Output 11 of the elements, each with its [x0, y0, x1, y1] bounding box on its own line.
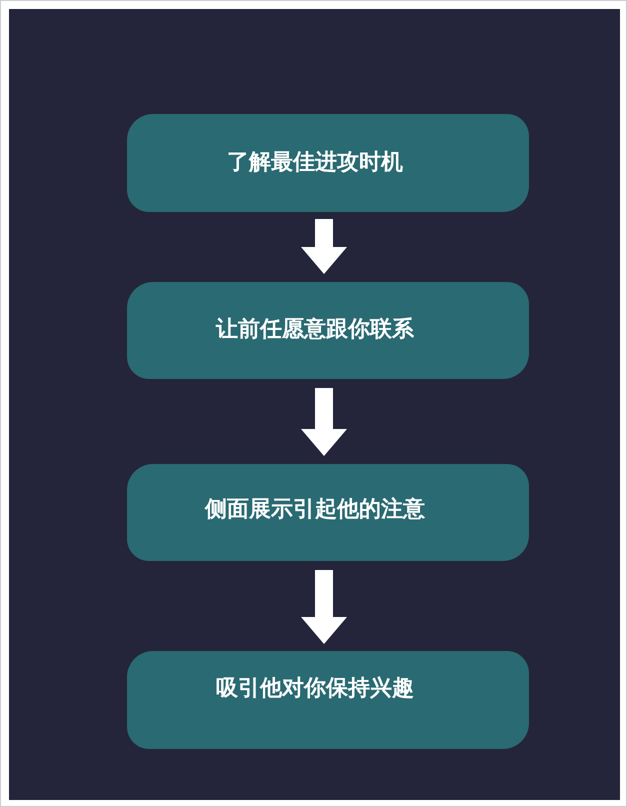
step-label: 让前任愿意跟你联系: [216, 317, 414, 344]
process-box: [127, 282, 529, 379]
arrow: [301, 570, 347, 644]
step-label: 吸引他对你保持兴趣: [216, 676, 414, 702]
process-box: [127, 651, 529, 749]
step-label: 了解最佳进攻时机: [227, 150, 403, 176]
process-box: [127, 114, 529, 212]
arrow: [301, 388, 347, 456]
process-box: [127, 464, 529, 561]
arrow: [301, 219, 347, 274]
step-label: 侧面展示引起他的注意: [205, 497, 425, 524]
